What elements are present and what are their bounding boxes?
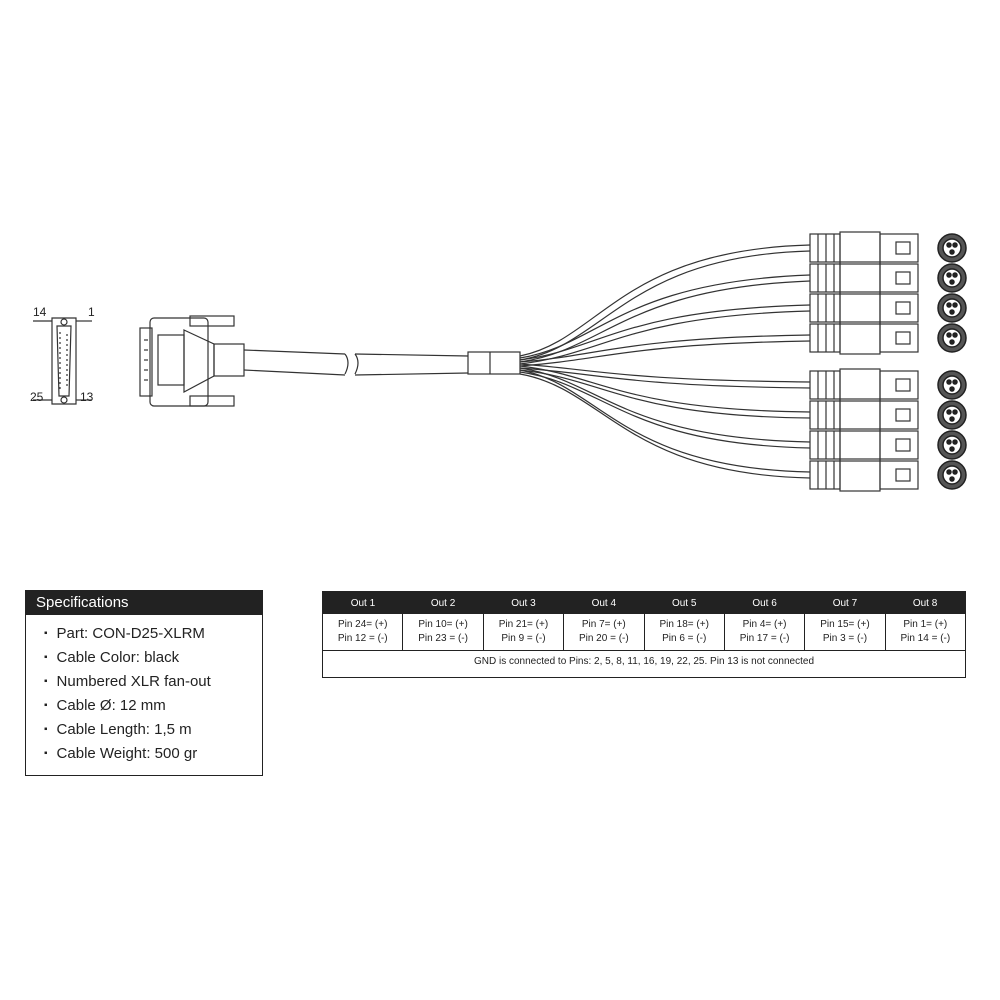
pin-plus: Pin 24= (+) [337,619,388,630]
spec-item-cable-color: Cable Color: black [44,647,262,671]
header-out-1: Out 1 [322,591,403,614]
pin-cell-out-4: Pin 7= (+) Pin 20 = (-) [563,614,645,651]
db25-connector [139,315,245,407]
spec-item-cable-diameter: Cable Ø: 12 mm [44,695,262,719]
header-out-3: Out 3 [483,591,564,614]
pin-minus: Pin 3 = (-) [822,633,868,644]
main-cable [243,349,521,376]
pin-cell-out-7: Pin 15= (+) Pin 3 = (-) [804,614,886,651]
pin-cell-out-8: Pin 1= (+) Pin 14 = (-) [885,614,965,651]
pin-plus: Pin 10= (+) [418,619,468,630]
pin-minus: Pin 9 = (-) [501,633,546,644]
pin-minus: Pin 14 = (-) [900,633,951,644]
table-header-row: Out 1 Out 2 Out 3 Out 4 Out 5 Out 6 Out … [322,591,966,614]
xlr-connectors [809,231,919,492]
specifications-title: Specifications [26,591,262,615]
pin-plus: Pin 4= (+) [742,619,787,630]
xlr-face-views [937,233,967,490]
pin-label-25: 25 [30,390,44,404]
spec-item-fanout: Numbered XLR fan-out [44,671,262,695]
pin-plus: Pin 1= (+) [903,619,948,630]
pin-label-1: 1 [88,305,95,319]
pin-label-13: 13 [80,390,94,404]
pin-plus: Pin 18= (+) [659,619,709,630]
pin-plus: Pin 15= (+) [820,619,870,630]
cable-drawing [33,231,967,492]
header-out-4: Out 4 [563,591,644,614]
table-note-row: GND is connected to Pins: 2, 5, 8, 11, 1… [322,650,966,678]
pin-cell-out-6: Pin 4= (+) Pin 17 = (-) [724,614,806,651]
pin-minus: Pin 20 = (-) [578,633,629,644]
header-out-7: Out 7 [804,591,886,614]
pin-minus: Pin 23 = (-) [418,633,468,644]
header-out-8: Out 8 [885,591,966,614]
pin-minus: Pin 17 = (-) [739,633,790,644]
table-row: Pin 24= (+) Pin 12 = (-) Pin 10= (+) Pin 2… [322,614,966,651]
pin-minus: Pin 6 = (-) [662,633,707,644]
header-out-2: Out 2 [402,591,484,614]
specifications-box: Specifications Part: CON-D25-XLRM Cable … [25,590,263,776]
spec-item-part: Part: CON-D25-XLRM [44,623,262,647]
spec-item-cable-length: Cable Length: 1,5 m [44,719,262,743]
gnd-note: GND is connected to Pins: 2, 5, 8, 11, 1… [322,650,966,678]
spec-item-cable-weight: Cable Weight: 500 gr [44,743,262,767]
pin-cell-out-2: Pin 10= (+) Pin 23 = (-) [402,614,484,651]
db25-face-view [33,317,92,405]
specifications-list: Part: CON-D25-XLRM Cable Color: black Nu… [26,623,262,767]
fanout-wires [519,244,811,479]
pin-minus: Pin 12 = (-) [337,633,388,644]
pin-assignment-table: Out 1 Out 2 Out 3 Out 4 Out 5 Out 6 Out … [322,591,966,678]
pin-plus: Pin 21= (+) [498,619,549,630]
header-out-5: Out 5 [644,591,725,614]
pin-plus: Pin 7= (+) [581,619,626,630]
header-out-6: Out 6 [724,591,805,614]
pin-cell-out-5: Pin 18= (+) Pin 6 = (-) [644,614,725,651]
pin-cell-out-3: Pin 21= (+) Pin 9 = (-) [483,614,565,651]
pin-cell-out-1: Pin 24= (+) Pin 12 = (-) [322,614,404,651]
pin-label-14: 14 [33,305,47,319]
